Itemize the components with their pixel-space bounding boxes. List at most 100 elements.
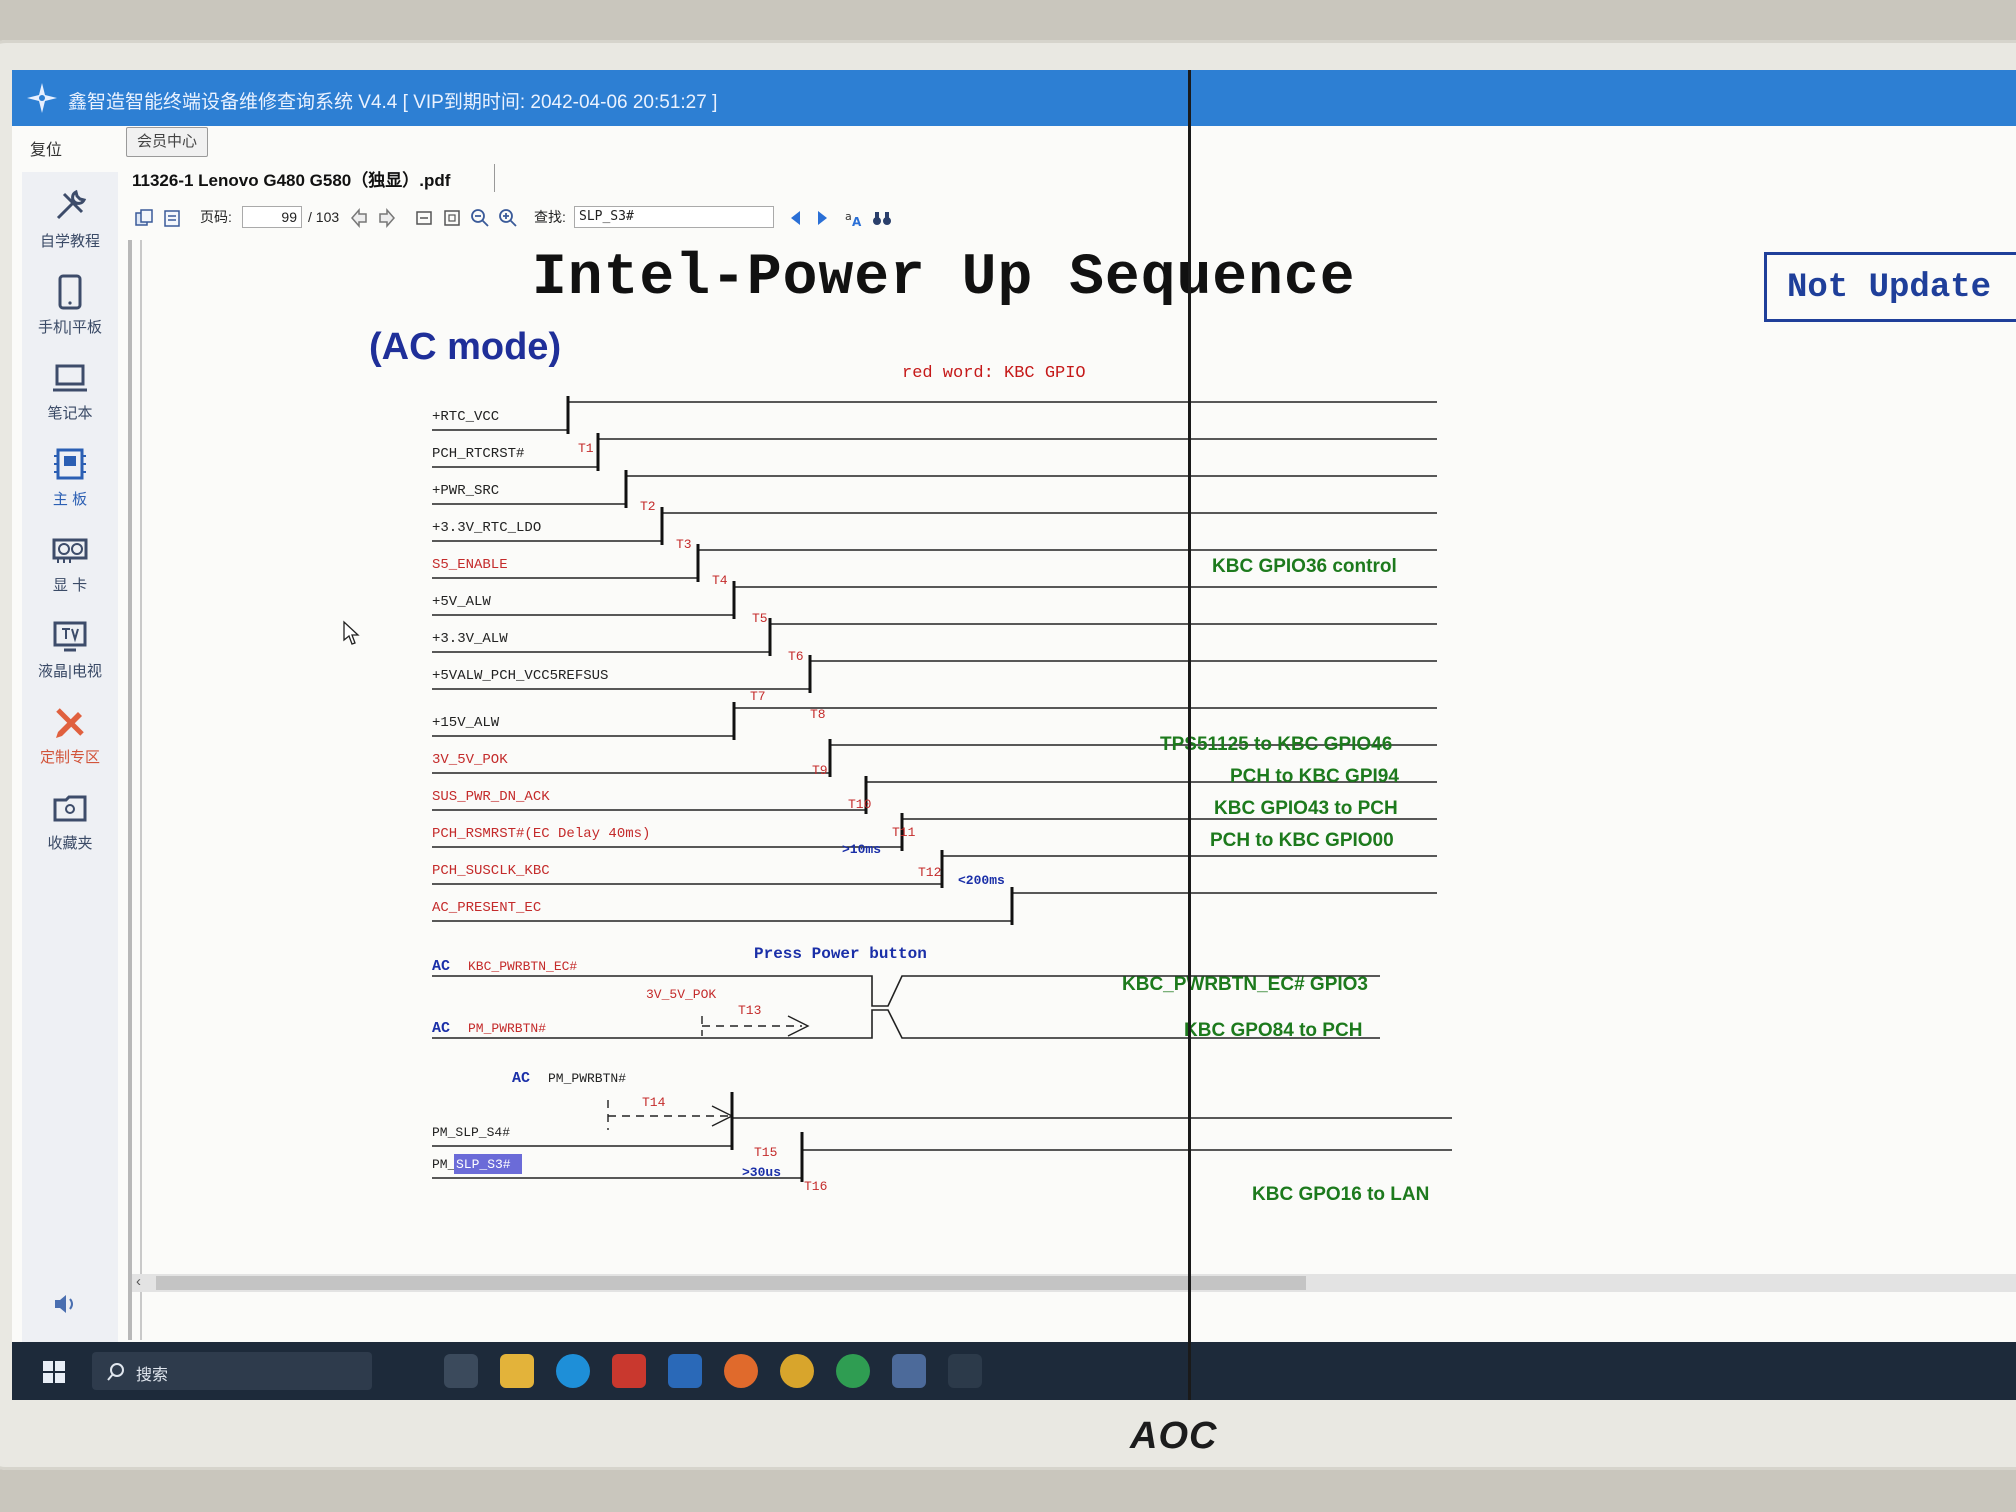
motherboard-icon [54,448,86,480]
kbc-note: KBC_PWRBTN_EC# GPIO3 [1122,974,1368,995]
sidebar-item-laptop[interactable]: 笔记本 [22,358,118,423]
copy-icon[interactable] [134,208,154,228]
signal-waveform [432,892,1437,922]
sidebar-item-tutorial[interactable]: 自学教程 [22,186,118,251]
search-input[interactable]: SLP_S3# [574,206,774,228]
find-previous-icon[interactable] [786,208,806,228]
title-bar: 鑫智造智能终端设备维修查询系统 V4.4 [ VIP到期时间: 2042-04-… [12,70,2016,126]
paste-icon[interactable] [162,208,182,228]
timing-label: T12 [918,865,941,880]
sidebar-item-label: 笔记本 [47,405,93,422]
sidebar-item-graphics-card[interactable]: 显 卡 [22,530,118,595]
windows-start-icon[interactable] [42,1360,66,1384]
timing-label: T9 [812,763,828,778]
page-title: Intel-Power Up Sequence [532,246,1356,311]
timing-label: T14 [642,1095,666,1110]
pdf-toolbar: 页码: 99 / 103 查找: SLP_S3# [122,200,2016,240]
kbc-note: KBC GPIO43 to PCH [1214,798,1398,819]
fit-width-icon[interactable] [414,208,434,228]
svg-text:A: A [852,215,862,228]
timing-label: T8 [810,707,826,722]
signal-label: +3.3V_ALW [432,631,508,647]
timing-diagram: +RTC_VCCPCH_RTCRST#+PWR_SRC+3.3V_RTC_LDO… [432,396,1452,1205]
sidebar-item-label: 定制专区 [39,749,100,766]
sidebar-item-motherboard[interactable]: 主 板 [22,444,118,509]
find-next-icon[interactable] [812,208,832,228]
timing-label: T3 [676,537,692,552]
sidebar-item-favorites[interactable]: 收藏夹 [22,788,118,853]
timing-label: T10 [848,797,871,812]
search-tool-icon[interactable] [724,1354,758,1388]
not-update-stamp: Not Update [1764,252,2016,322]
timing-arrow [607,1100,728,1130]
signal-waveform [432,401,1437,431]
repair-app-taskbar-icon[interactable] [892,1354,926,1388]
timing-arrowhead [787,1015,810,1037]
fit-page-icon[interactable] [442,208,462,228]
ac-label: AC [432,1020,450,1037]
reset-button[interactable]: 复位 [30,142,63,159]
chrome-browser-icon[interactable] [836,1354,870,1388]
press-power-label: Press Power button [754,945,927,963]
scrollbar-thumb[interactable] [156,1276,1306,1290]
signal-waveform [432,1117,1452,1147]
timing-label: T1 [578,441,594,456]
sidebar-item-label: 收藏夹 [47,835,93,852]
document-tab[interactable]: 11326-1 Lenovo G480 G580（独显）.pdf [132,171,451,190]
scroll-left-icon[interactable]: ‹ [136,1273,141,1290]
signal-waveform [432,586,1437,616]
member-center-button[interactable]: 会员中心 [126,127,208,157]
zoom-out-icon[interactable] [470,208,490,228]
signal-label: +RTC_VCC [432,409,499,425]
timing-label: T7 [750,689,766,704]
signal-label: PM_SLP_S4# [432,1125,510,1140]
match-case-icon[interactable]: a A [844,208,864,228]
screen: 鑫智造智能终端设备维修查询系统 V4.4 [ VIP到期时间: 2042-04-… [12,70,2016,1400]
next-page-icon[interactable] [376,208,396,228]
signal-label: +3.3V_RTC_LDO [432,520,541,536]
sidebar-item-label: 自学教程 [39,233,100,250]
not-update-text: Not Update [1787,269,1992,307]
sidebar-item-phone-tablet[interactable]: 手机|平板 [22,272,118,337]
signal-label: PCH_SUSCLK_KBC [432,863,550,879]
file-explorer-icon[interactable] [500,1354,534,1388]
edge-browser-icon[interactable] [556,1354,590,1388]
legend-note: red word: KBC GPIO [902,364,1086,383]
delay-label: <200ms [958,873,1005,888]
sidebar-item-lcd-tv[interactable]: 液晶|电视 [22,616,118,681]
viewer-left-border [128,240,132,1340]
timing-arrow [701,1016,802,1036]
timing-label: T4 [712,573,728,588]
task-view-icon[interactable] [444,1354,478,1388]
horizontal-scrollbar[interactable]: ‹ [132,1273,2016,1292]
signal-label: PM_ [432,1157,456,1172]
signal-label: PCH_RSMRST#(EC Delay 40ms) [432,826,650,842]
sidebar-item-label: 主 板 [52,491,88,508]
taskbar-search-box[interactable]: 搜索 [92,1352,372,1390]
previous-page-icon[interactable] [350,208,370,228]
zoom-in-icon[interactable] [498,208,518,228]
pdf-reader-icon[interactable] [612,1354,646,1388]
signal-label: 3V_5V_POK [432,752,508,768]
signal-label: PM_PWRBTN# [548,1071,626,1086]
signal-waveform [432,1149,1452,1179]
phone-icon [58,274,82,310]
app-icon[interactable] [948,1354,982,1388]
kbc-note: PCH to KBC GPI94 [1230,766,1399,787]
folder-icon [53,795,87,822]
sidebar-item-custom-zone[interactable]: 定制专区 [22,702,118,767]
binoculars-icon[interactable] [872,208,892,228]
taskbar: 搜索 [12,1342,2016,1400]
timing-label: T2 [640,499,656,514]
signal-label: +5V_ALW [432,594,491,610]
page-number-input[interactable]: 99 [242,206,302,228]
timing-label: T11 [892,825,916,840]
signal-label: KBC_PWRBTN_EC# [468,959,577,974]
page-mode-heading: (AC mode) [369,326,562,368]
app-icon[interactable] [668,1354,702,1388]
timing-label: T13 [738,1003,761,1018]
speaker-icon[interactable] [52,1292,78,1316]
timing-label: T6 [788,649,804,664]
delay-label: >30us [742,1165,781,1180]
chrome-canary-icon[interactable] [780,1354,814,1388]
